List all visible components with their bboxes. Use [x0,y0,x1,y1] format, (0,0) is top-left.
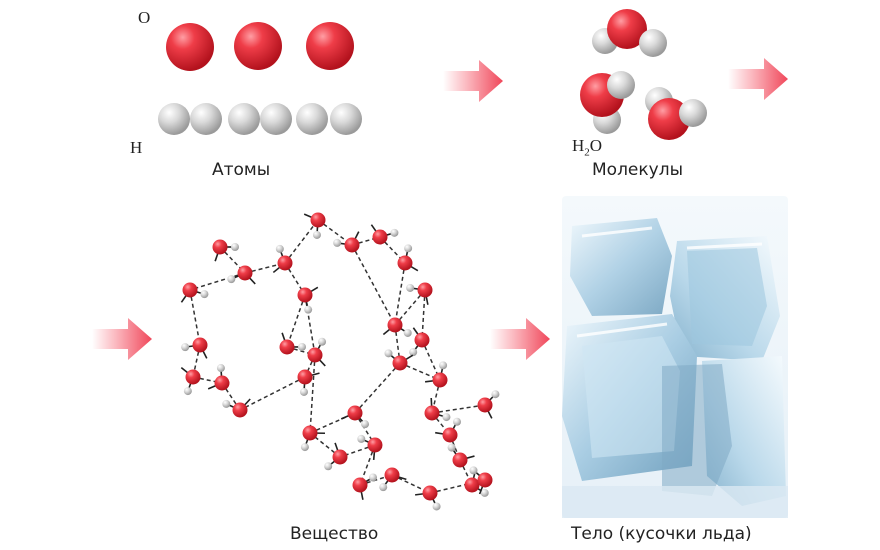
lattice-oxygen-atom [279,339,295,355]
lattice-oxygen-atom [387,317,403,333]
lattice-oxygen-atom [192,337,208,353]
right-arrow-icon [728,58,788,100]
atoms-illustration [158,22,362,135]
water-formula: H2O [572,136,602,158]
lattice-oxygen-atom [384,467,400,483]
hydrogen-atom [190,103,222,135]
lattice-oxygen-atom [372,229,388,245]
lattice-oxygen-atom [182,282,198,298]
hydrogen-atom [228,103,260,135]
lattice-oxygen-atom [212,239,228,255]
lattice-oxygen-atom [277,255,293,271]
ice-crystal-lattice [180,212,500,511]
right-arrow-icon [443,60,503,102]
lattice-oxygen-atom [352,477,368,493]
atoms-caption: Атомы [212,160,271,180]
hydrogen-atom [296,103,328,135]
right-arrow-icon [92,318,152,360]
water-formula-o: O [589,136,603,155]
water-molecules-illustration [580,9,707,140]
lattice-oxygen-atom [452,452,468,468]
water-formula-subscript: 2 [584,146,590,159]
oxygen-atom [234,22,282,70]
lattice-oxygen-atom [185,369,201,385]
hydrogen-label: H [130,138,143,157]
oxygen-atom [166,23,214,71]
body-caption: Тело (кусочки льда) [571,524,752,544]
lattice-oxygen-atom [332,449,348,465]
lattice-oxygen-atom [347,405,363,421]
hydrogen-atom [158,103,190,135]
oxygen-label: O [138,8,151,27]
lattice-oxygen-atom [302,425,318,441]
lattice-oxygen-atom [297,369,313,385]
lattice-oxygen-atom [477,397,493,413]
oxygen-atom [306,22,354,70]
lattice-oxygen-atom [214,375,230,391]
lattice-oxygen-atom [297,287,313,303]
lattice-oxygen-atom [422,485,438,501]
lattice-oxygen-atom [397,255,413,271]
lattice-oxygen-atom [477,472,493,488]
lattice-oxygen-atom [232,402,248,418]
lattice-oxygen-atom [310,212,326,228]
lattice-oxygen-atom [392,355,408,371]
lattice-oxygen-atom [442,427,458,443]
molecules-caption: Молекулы [592,160,684,180]
lattice-oxygen-atom [417,282,433,298]
lattice-oxygen-atom [424,405,440,421]
ice-cubes-image [562,196,788,518]
lattice-oxygen-atom [307,347,323,363]
right-arrow-icon [490,318,550,360]
hydrogen-atom [330,103,362,135]
water-formula-h: H [572,136,585,155]
lattice-oxygen-atom [344,237,360,253]
lattice-oxygen-atom [464,477,480,493]
lattice-oxygen-atom [432,372,448,388]
lattice-oxygen-atom [367,437,383,453]
lattice-oxygen-atom [237,265,253,281]
hydrogen-atom [260,103,292,135]
lattice-oxygen-atom [414,332,430,348]
substance-caption: Вещество [290,524,379,544]
